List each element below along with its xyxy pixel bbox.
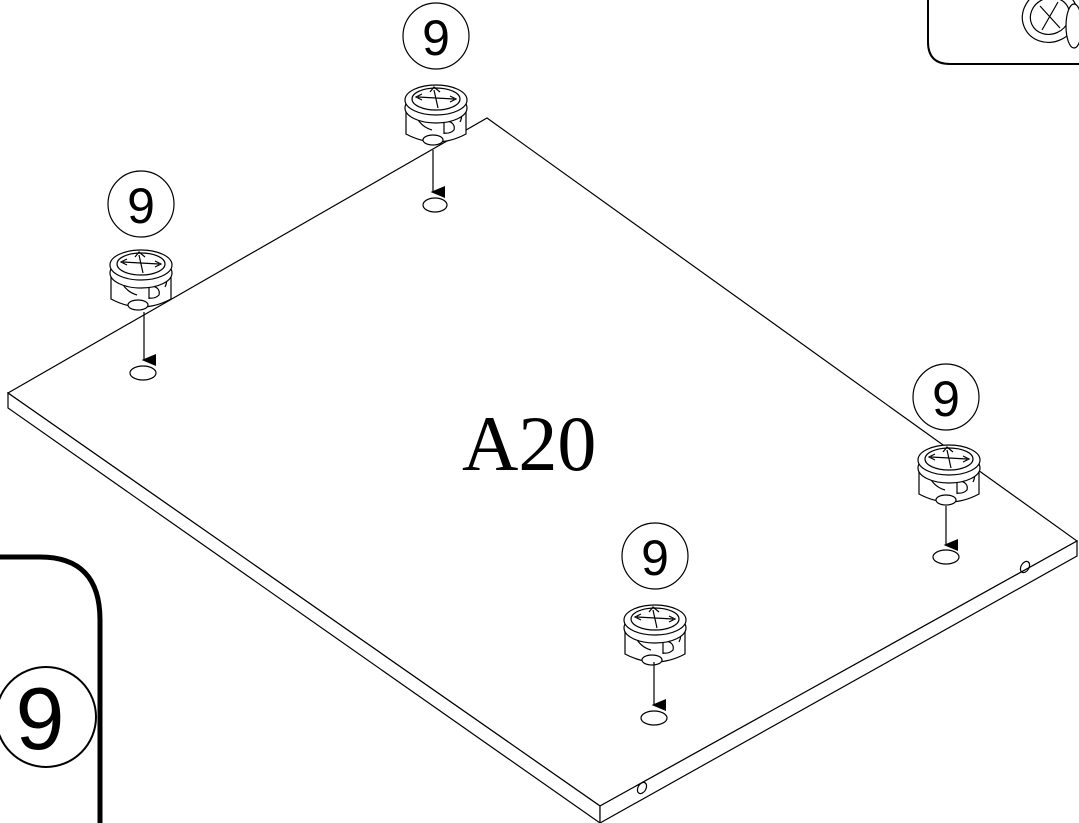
mounting-hole bbox=[640, 710, 668, 726]
cam-lock-fitting-icon bbox=[109, 249, 173, 311]
cam-lock-detail-icon bbox=[1021, 0, 1079, 49]
panel-label: A20 bbox=[462, 400, 596, 487]
cam-lock-fitting-icon bbox=[404, 84, 468, 146]
legend-part-number: 9 bbox=[16, 669, 65, 768]
mounting-hole bbox=[129, 365, 157, 381]
part-number: 9 bbox=[932, 371, 960, 427]
legend-part-number-circle bbox=[0, 666, 97, 768]
cam-lock-fitting-icon bbox=[623, 604, 687, 666]
parts-legend-box: 9 bbox=[0, 554, 103, 823]
panel-right-edge bbox=[599, 539, 1078, 823]
part-number-circle bbox=[621, 522, 689, 590]
part-number-circle bbox=[402, 2, 470, 70]
cam-fitting-callout: 9 bbox=[107, 170, 175, 381]
part-number-circle bbox=[107, 170, 175, 238]
detail-inset bbox=[927, 0, 1079, 65]
panel-a20: A20 bbox=[6, 117, 1079, 823]
part-number: 9 bbox=[127, 178, 155, 234]
edge-hole bbox=[636, 781, 648, 795]
panel-left-edge bbox=[7, 391, 601, 823]
part-number: 9 bbox=[641, 530, 669, 586]
cam-lock-fitting-icon bbox=[917, 444, 981, 506]
part-number: 9 bbox=[422, 10, 450, 66]
edge-hole bbox=[1019, 560, 1031, 574]
cam-fitting-callout: 9 bbox=[402, 2, 470, 213]
cam-fitting-callout: 9 bbox=[912, 363, 981, 565]
cam-fitting-callout: 9 bbox=[621, 522, 689, 726]
mounting-hole bbox=[422, 197, 448, 213]
part-number-circle bbox=[912, 363, 980, 431]
mounting-hole bbox=[932, 549, 960, 565]
